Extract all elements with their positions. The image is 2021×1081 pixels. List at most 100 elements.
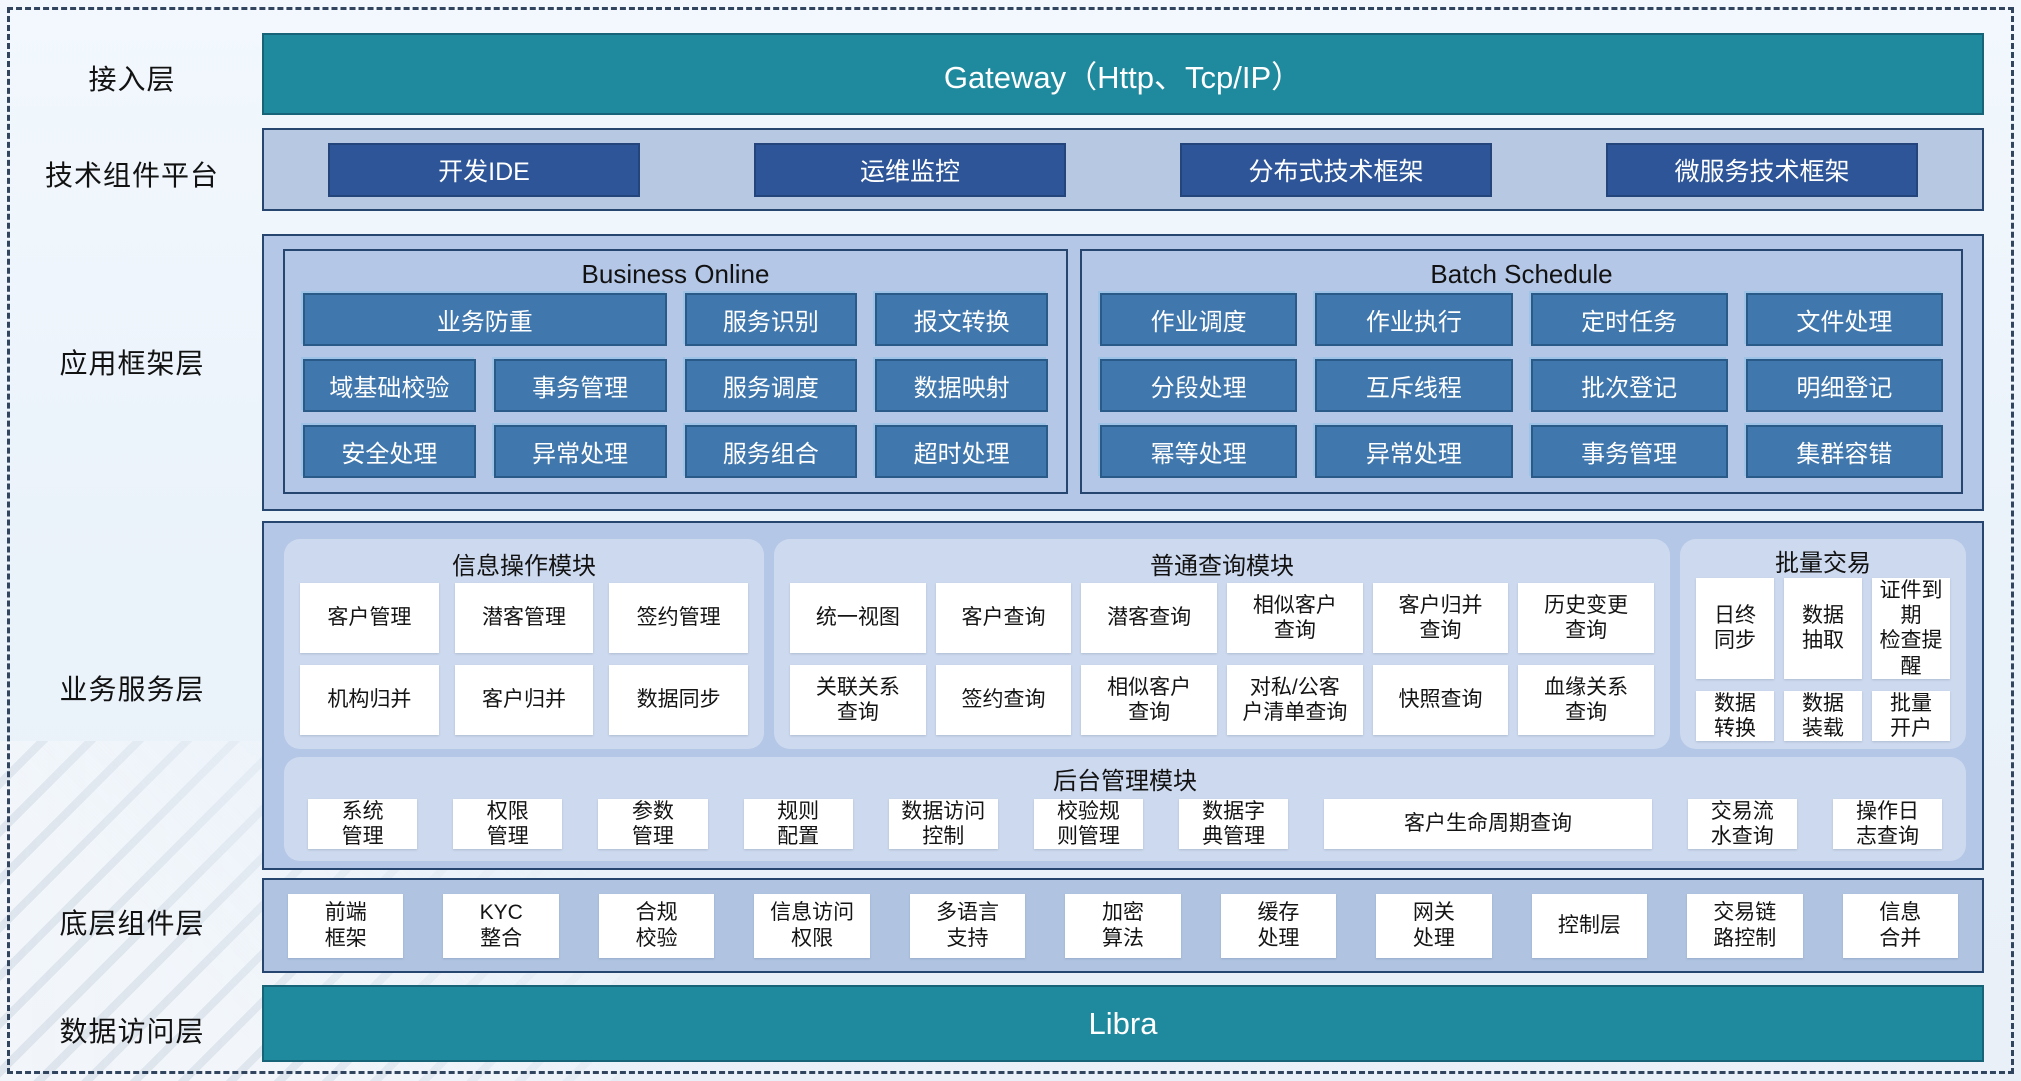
bottom-component-item[interactable]: 多语言 支持 xyxy=(909,893,1026,958)
general-query-grid: 统一视图客户查询潜客查询相似客户 查询客户归并 查询历史变更 查询关联关系 查询… xyxy=(790,583,1654,735)
batch-schedule-item[interactable]: 定时任务 xyxy=(1530,293,1728,346)
general-query-item[interactable]: 客户归并 查询 xyxy=(1372,583,1509,653)
layer-label-business: 业务服务层 xyxy=(59,674,205,705)
tech-component-button[interactable]: 运维监控 xyxy=(754,142,1066,197)
libra-title: Libra xyxy=(1088,1005,1158,1041)
general-query-item[interactable]: 快照查询 xyxy=(1372,665,1509,735)
admin-module-item[interactable]: 参数 管理 xyxy=(598,798,708,849)
bottom-component-item[interactable]: 信息 合并 xyxy=(1842,893,1958,958)
info-operation-module: 信息操作模块 客户管理潜客管理签约管理机构归并客户归并数据同步 xyxy=(284,539,764,749)
info-operation-item[interactable]: 签约管理 xyxy=(609,583,748,653)
layer-label-data: 数据访问层 xyxy=(59,1016,205,1047)
general-query-item[interactable]: 历史变更 查询 xyxy=(1518,583,1654,653)
admin-module-item[interactable]: 权限 管理 xyxy=(453,798,563,849)
batch-schedule-item[interactable]: 互斥线程 xyxy=(1315,359,1513,412)
bottom-component-item[interactable]: 前端 框架 xyxy=(288,893,404,958)
business-online-item[interactable]: 数据映射 xyxy=(875,359,1048,412)
general-query-item[interactable]: 关联关系 查询 xyxy=(790,665,926,735)
admin-module-item[interactable]: 交易流 水查询 xyxy=(1687,798,1797,849)
info-operation-item[interactable]: 潜客管理 xyxy=(454,583,594,653)
bottom-component-item[interactable]: 控制层 xyxy=(1531,893,1648,958)
admin-module-item[interactable]: 数据访问 控制 xyxy=(888,798,998,849)
admin-module-title: 后台管理模块 xyxy=(1053,768,1197,796)
batch-schedule-item[interactable]: 文件处理 xyxy=(1745,293,1943,346)
info-operation-item[interactable]: 数据同步 xyxy=(609,665,748,735)
batch-schedule-item[interactable]: 作业执行 xyxy=(1315,293,1513,346)
layer-label-access: 接入层 xyxy=(88,64,176,95)
batch-schedule-item[interactable]: 明细登记 xyxy=(1745,359,1943,412)
business-online-item[interactable]: 安全处理 xyxy=(303,425,476,478)
general-query-item[interactable]: 签约查询 xyxy=(935,665,1072,735)
tech-component-button[interactable]: 分布式技术框架 xyxy=(1180,142,1492,197)
admin-module-item[interactable]: 校验规 则管理 xyxy=(1033,798,1144,849)
batch-schedule-item[interactable]: 幂等处理 xyxy=(1100,425,1298,478)
bottom-component-item[interactable]: 加密 算法 xyxy=(1065,893,1181,958)
general-query-item[interactable]: 统一视图 xyxy=(790,583,926,653)
general-query-title: 普通查询模块 xyxy=(1150,552,1294,580)
bottom-component-item[interactable]: KYC 整合 xyxy=(443,893,559,958)
business-online-item[interactable]: 服务组合 xyxy=(684,425,858,478)
business-online-item[interactable]: 服务识别 xyxy=(684,293,858,346)
general-query-item[interactable]: 相似客户 查询 xyxy=(1227,583,1363,653)
batch-schedule-item[interactable]: 集群容错 xyxy=(1745,425,1943,478)
batch-schedule-item[interactable]: 事务管理 xyxy=(1530,425,1728,478)
batch-schedule-grid: 作业调度作业执行定时任务文件处理分段处理互斥线程批次登记明细登记幂等处理异常处理… xyxy=(1100,293,1943,478)
layer-label-app: 应用框架层 xyxy=(59,348,205,379)
batch-trade-item[interactable]: 批量 开户 xyxy=(1872,690,1950,742)
admin-module-item[interactable]: 客户生命周期查询 xyxy=(1324,798,1652,849)
info-operation-item[interactable]: 客户归并 xyxy=(454,665,594,735)
general-query-item[interactable]: 潜客查询 xyxy=(1081,583,1217,653)
batch-trade-grid: 日终 同步数据 抽取证件到期 检查提醒数据 转换数据 装载批量 开户 xyxy=(1696,578,1950,742)
tech-component-button[interactable]: 开发IDE xyxy=(328,142,640,197)
batch-schedule-item[interactable]: 批次登记 xyxy=(1530,359,1728,412)
info-operation-item[interactable]: 客户管理 xyxy=(300,583,439,653)
tech-platform-bar: 开发IDE 运维监控 分布式技术框架 微服务技术框架 xyxy=(262,128,1984,211)
general-query-item[interactable]: 客户查询 xyxy=(935,583,1072,653)
business-online-item[interactable]: 事务管理 xyxy=(493,359,667,412)
tech-component-button[interactable]: 微服务技术框架 xyxy=(1606,142,1918,197)
data-access-bar[interactable]: Libra xyxy=(262,985,1984,1062)
batch-trade-item[interactable]: 数据 转换 xyxy=(1696,690,1774,742)
info-operation-title: 信息操作模块 xyxy=(452,552,596,580)
layer-label-tech: 技术组件平台 xyxy=(44,160,219,191)
business-online-item[interactable]: 超时处理 xyxy=(875,425,1048,478)
admin-module-item[interactable]: 规则 配置 xyxy=(743,798,853,849)
bottom-component-item[interactable]: 合规 校验 xyxy=(598,893,715,958)
business-online-title: Business Online xyxy=(581,258,770,289)
business-online-box: Business Online 业务防重服务识别报文转换域基础校验事务管理服务调… xyxy=(283,249,1068,494)
batch-schedule-item[interactable]: 作业调度 xyxy=(1100,293,1298,346)
business-online-item[interactable]: 异常处理 xyxy=(493,425,667,478)
admin-module-item[interactable]: 系统 管理 xyxy=(308,798,418,849)
batch-trade-item[interactable]: 证件到期 检查提醒 xyxy=(1872,578,1950,679)
business-online-grid: 业务防重服务识别报文转换域基础校验事务管理服务调度数据映射安全处理异常处理服务组… xyxy=(303,293,1048,478)
admin-module-item[interactable]: 操作日 志查询 xyxy=(1832,798,1943,849)
bottom-component-item[interactable]: 网关 处理 xyxy=(1376,893,1492,958)
batch-trade-title: 批量交易 xyxy=(1775,550,1871,577)
bottom-component-item[interactable]: 缓存 处理 xyxy=(1220,893,1337,958)
business-online-item[interactable]: 报文转换 xyxy=(875,293,1048,346)
batch-schedule-box: Batch Schedule 作业调度作业执行定时任务文件处理分段处理互斥线程批… xyxy=(1080,249,1963,494)
bottom-component-item[interactable]: 信息访问 权限 xyxy=(754,893,870,958)
general-query-item[interactable]: 血缘关系 查询 xyxy=(1518,665,1654,735)
business-service-layer: 信息操作模块 客户管理潜客管理签约管理机构归并客户归并数据同步 普通查询模块 统… xyxy=(262,521,1984,870)
general-query-item[interactable]: 相似客户 查询 xyxy=(1081,665,1217,735)
info-operation-item[interactable]: 机构归并 xyxy=(300,665,439,735)
business-online-item[interactable]: 域基础校验 xyxy=(303,359,476,412)
info-operation-grid: 客户管理潜客管理签约管理机构归并客户归并数据同步 xyxy=(300,583,748,735)
business-online-item[interactable]: 服务调度 xyxy=(684,359,858,412)
batch-trade-item[interactable]: 数据 装载 xyxy=(1784,690,1862,742)
batch-trade-item[interactable]: 日终 同步 xyxy=(1696,578,1774,679)
business-online-item[interactable]: 业务防重 xyxy=(303,293,667,346)
layer-label-bottom: 底层组件层 xyxy=(59,908,205,939)
batch-trade-item[interactable]: 数据 抽取 xyxy=(1784,578,1862,679)
gateway-bar[interactable]: Gateway（Http、Tcp/IP） xyxy=(262,33,1984,115)
admin-module-item[interactable]: 数据字 典管理 xyxy=(1179,798,1289,849)
admin-module-row: 系统 管理权限 管理参数 管理规则 配置数据访问 控制校验规 则管理数据字 典管… xyxy=(308,798,1943,849)
app-framework-layer: Business Online 业务防重服务识别报文转换域基础校验事务管理服务调… xyxy=(262,234,1984,511)
batch-schedule-item[interactable]: 异常处理 xyxy=(1315,425,1513,478)
admin-module: 后台管理模块 系统 管理权限 管理参数 管理规则 配置数据访问 控制校验规 则管… xyxy=(284,757,1966,861)
bottom-component-item[interactable]: 交易链 路控制 xyxy=(1687,893,1803,958)
batch-schedule-item[interactable]: 分段处理 xyxy=(1100,359,1298,412)
general-query-item[interactable]: 对私/公客 户清单查询 xyxy=(1227,665,1363,735)
